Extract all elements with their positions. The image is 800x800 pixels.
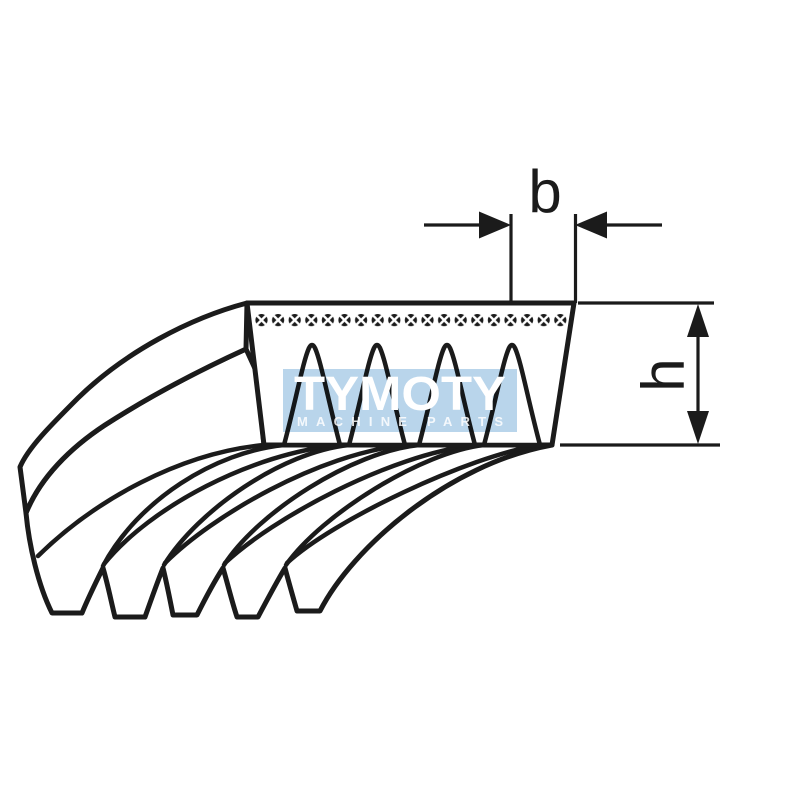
h-arrowhead-bottom [687, 411, 709, 444]
rib-edge-curve [100, 442, 287, 569]
rib-edge-curve [101, 442, 343, 567]
rib-edge-curve [35, 442, 267, 559]
h-dimension-label: h [630, 358, 697, 391]
watermark-background [283, 369, 517, 432]
rib-edge-curve [222, 442, 478, 566]
b-arrowhead-left [479, 211, 511, 239]
rib-edge-curve [162, 442, 408, 566]
watermark-brand: TYMOTY [294, 368, 506, 421]
rib-edge-curve [283, 442, 487, 568]
fabric-cross-pattern-row [253, 313, 569, 327]
belt-back-surface [17, 300, 250, 516]
rib-edge-curve [221, 442, 422, 568]
rib-edge-curve [161, 442, 352, 568]
dimension-h [560, 301, 720, 447]
rib-edge-curve [284, 442, 543, 566]
b-dimension-label: b [528, 158, 561, 225]
watermark: TYMOTY MACHINE PARTS [283, 368, 517, 432]
dimension-b [424, 214, 662, 303]
b-arrowhead-right [575, 211, 607, 239]
h-arrowhead-top [687, 304, 709, 337]
belt-rib-edge-curves [35, 442, 543, 569]
